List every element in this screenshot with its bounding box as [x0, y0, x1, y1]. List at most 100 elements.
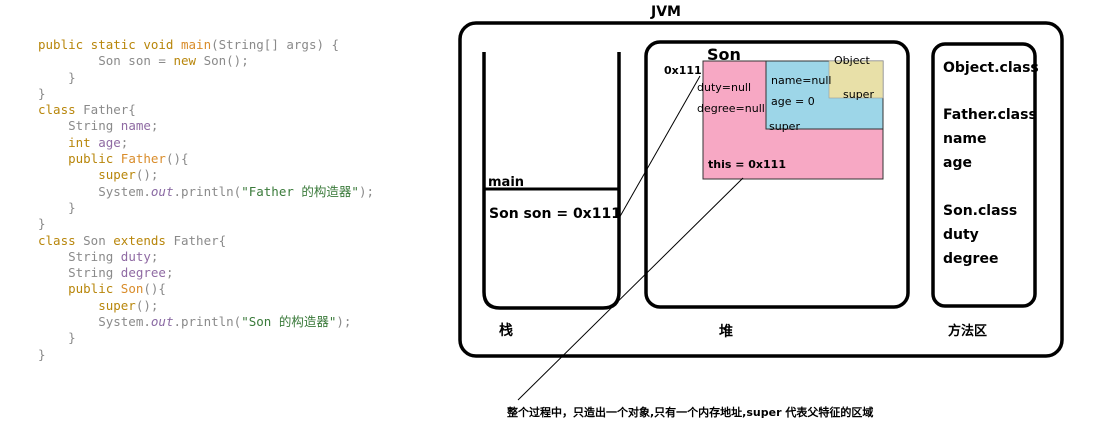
- code-token: age: [98, 134, 121, 150]
- code-token: name: [120, 118, 151, 134]
- father-field-age: age = 0: [771, 95, 815, 108]
- code-line: }: [38, 347, 374, 363]
- code-line: String degree;: [38, 265, 374, 281]
- code-token: (){: [143, 281, 166, 297]
- code-token: (String[] args) {: [211, 37, 340, 52]
- code-line: public static void main(String[] args) {: [38, 37, 374, 53]
- method-area-name: name: [943, 131, 987, 147]
- code-token: ();: [135, 167, 159, 183]
- code-token: }: [38, 199, 76, 215]
- code-line: Son son = new Son();: [38, 53, 374, 69]
- object-part-title: Object: [834, 54, 870, 67]
- code-token: String: [38, 118, 121, 134]
- code-line: System.out.println("Father 的构造器");: [38, 184, 374, 200]
- code-token: super: [38, 167, 136, 183]
- son-field-duty: duty=null: [697, 81, 752, 94]
- code-token: Father: [120, 151, 166, 167]
- heap-label: 堆: [719, 324, 733, 340]
- code-token: public: [38, 151, 121, 167]
- stack-box: [482, 52, 621, 310]
- code-line: String name;: [38, 118, 374, 134]
- code-line: class Father{: [38, 102, 374, 118]
- heap-box: [644, 40, 910, 309]
- code-token: Father{: [173, 232, 227, 248]
- code-token: ();: [135, 297, 159, 313]
- code-token: int: [38, 134, 99, 150]
- code-token: super: [38, 297, 136, 313]
- code-token: class: [38, 232, 84, 248]
- code-token: "Father 的构造器": [241, 183, 359, 199]
- code-token: ;: [120, 134, 129, 150]
- code-token: System.: [38, 183, 151, 199]
- code-token: class: [38, 102, 84, 118]
- code-token: ;: [165, 265, 174, 281]
- code-token: public: [38, 281, 121, 297]
- code-line: System.out.println("Son 的构造器");: [38, 314, 374, 330]
- heap-object-title: Son: [707, 45, 741, 64]
- code-line: super();: [38, 167, 374, 183]
- code-token: .println(: [173, 183, 242, 199]
- method-area-father-class: Father.class: [943, 107, 1037, 123]
- reference-line-stack-to-heap: [617, 75, 701, 221]
- code-token: );: [336, 314, 352, 330]
- method-area-age: age: [943, 155, 972, 171]
- object-super-label: super: [843, 88, 874, 101]
- jvm-title: JVM: [651, 4, 681, 20]
- code-line: int age;: [38, 135, 374, 151]
- code-token: (){: [165, 151, 189, 167]
- code-line: }: [38, 86, 374, 102]
- code-token: .println(: [173, 314, 242, 330]
- code-token: Son();: [203, 53, 249, 69]
- son-field-degree: degree=null: [697, 102, 765, 115]
- code-token: extends: [113, 232, 174, 248]
- code-line: public Son(){: [38, 281, 374, 297]
- code-token: }: [38, 216, 46, 232]
- code-token: Father{: [83, 102, 136, 118]
- code-token: String: [38, 265, 121, 281]
- code-token: public static void: [38, 37, 181, 52]
- code-token: System.: [38, 314, 151, 330]
- method-area-box: [931, 42, 1037, 308]
- code-token: }: [38, 69, 76, 85]
- method-area-object-class: Object.class: [943, 60, 1039, 76]
- code-token: }: [38, 85, 46, 101]
- code-token: ;: [150, 118, 159, 134]
- code-line: class Son extends Father{: [38, 233, 374, 249]
- code-line: }: [38, 216, 374, 232]
- code-token: }: [38, 330, 76, 346]
- code-token: "Son 的构造器": [241, 314, 337, 330]
- stack-variable-son: Son son = 0x111: [489, 206, 621, 222]
- code-token: degree: [120, 265, 166, 281]
- son-this-ref: this = 0x111: [708, 158, 786, 171]
- code-line: public Father(){: [38, 151, 374, 167]
- code-line: String duty;: [38, 249, 374, 265]
- code-token: duty: [120, 248, 151, 264]
- code-listing: public static void main(String[] args) {…: [38, 37, 374, 363]
- method-area-duty: duty: [943, 227, 979, 243]
- code-line: }: [38, 330, 374, 346]
- code-line: }: [38, 70, 374, 86]
- code-line: }: [38, 200, 374, 216]
- code-token: );: [358, 183, 374, 199]
- code-token: Son: [83, 232, 114, 248]
- code-token: main: [181, 37, 212, 52]
- code-token: out: [150, 314, 174, 330]
- method-area-label: 方法区: [948, 324, 988, 339]
- heap-object-address: 0x111: [664, 64, 702, 77]
- method-area-son-class: Son.class: [943, 203, 1018, 219]
- object-part-rect: [828, 60, 884, 99]
- code-token: new: [173, 53, 204, 69]
- method-area-degree: degree: [943, 251, 999, 267]
- stack-frame-main: main: [488, 175, 525, 190]
- code-token: String: [38, 248, 121, 264]
- code-token: Son son =: [38, 53, 174, 69]
- code-token: out: [150, 183, 174, 199]
- code-line: super();: [38, 298, 374, 314]
- caption-pointer-line: [517, 177, 744, 401]
- jvm-box: [458, 21, 1064, 358]
- father-field-name: name=null: [771, 74, 832, 87]
- father-super-label: super: [769, 120, 800, 133]
- code-token: }: [38, 346, 46, 362]
- stack-label: 栈: [499, 323, 513, 339]
